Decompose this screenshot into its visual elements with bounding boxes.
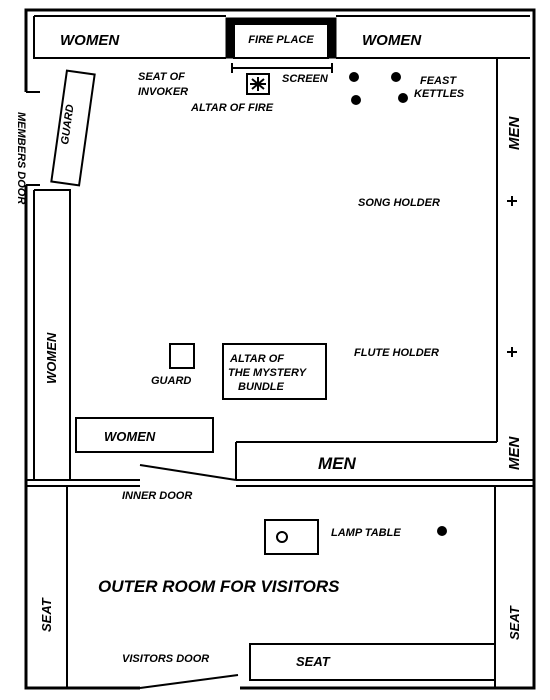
bundle-label: BUNDLE [238,381,284,393]
men-bench-label: MEN [318,454,357,473]
kettles-label: KETTLES [414,88,465,100]
lamp-table-label: LAMP TABLE [331,527,401,539]
altar-of-the-label: ALTAR OF [229,353,284,365]
guard-box [169,343,195,369]
screen [231,63,333,73]
visitors-door-label: VISITORS DOOR [122,653,209,665]
women-left-bench [33,189,71,480]
mystery-label: THE MYSTERY [228,367,308,379]
song-holder-label: SONG HOLDER [358,197,440,209]
guard-label: GUARD [151,375,191,387]
men-right-top-label: MEN [506,116,523,151]
women-left-label: WOMEN [44,332,59,384]
guard-bench [50,69,96,187]
inner-door-label: INNER DOOR [122,490,192,502]
fire-place: FIRE PLACE [225,17,337,59]
seat-left-label: SEAT [39,597,54,632]
screen-label: SCREEN [282,73,329,85]
altar-of-fire-label: ALTAR OF FIRE [190,102,274,114]
partition-wall [26,464,534,487]
guard-top-label: GUARD [59,104,77,146]
lamp-table [264,519,447,555]
outer-room-label: OUTER ROOM FOR VISITORS [98,577,340,596]
members-door-label: MEMBERS DOOR [15,112,27,204]
seat-right-label: SEAT [507,605,522,640]
inner-door-leaf [139,464,237,481]
flute-holder-mark [507,347,517,357]
men-right-wall [236,58,498,443]
altar-of-fire [246,73,270,95]
women-bench [75,417,214,453]
men-right-bottom-label: MEN [506,436,523,471]
women-top-left-label: WOMEN [60,32,120,49]
fire-place-label: FIRE PLACE [248,34,314,46]
outer-walls [24,8,536,690]
feast-label: FEAST [420,75,457,87]
seat-bottom [249,643,496,681]
invoker-label: INVOKER [138,86,188,98]
flute-holder-label: FLUTE HOLDER [354,347,439,359]
feast-kettles [349,72,408,105]
seat-of-label: SEAT OF [138,71,185,83]
altar-mystery-bundle [222,343,327,400]
women-bench-label: WOMEN [104,429,156,444]
song-holder-mark [507,196,517,206]
visitors-door-leaf [139,674,239,689]
women-top-right-label: WOMEN [362,32,422,49]
seat-bottom-label: SEAT [296,654,331,669]
